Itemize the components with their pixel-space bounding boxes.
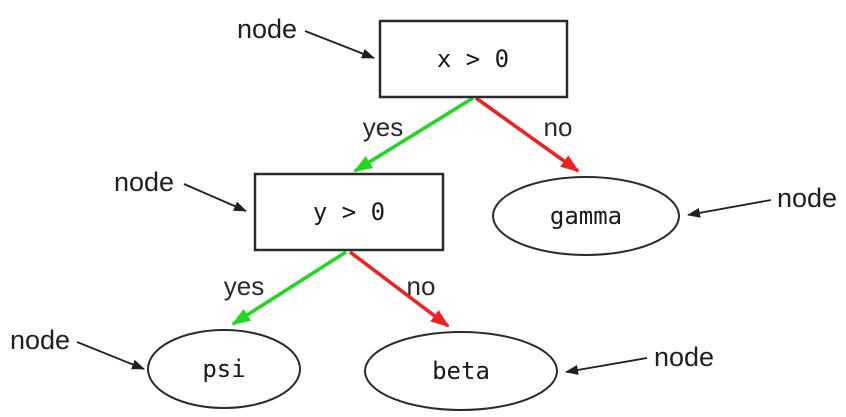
annotation-arrow-beta	[565, 357, 648, 375]
edge-internal-no	[348, 250, 450, 328]
edge-label-yes-1: yes	[363, 112, 403, 142]
beta-node-ellipse	[364, 331, 558, 411]
annotation-label-gamma: node	[777, 183, 837, 213]
beta-node-label: beta	[432, 357, 490, 385]
edge-internal-yes	[231, 250, 347, 326]
annotation-label-root: node	[237, 14, 297, 44]
node-internal: y > 0	[253, 172, 445, 252]
node-root: x > 0	[378, 19, 569, 99]
psi-node-label: psi	[202, 355, 245, 383]
internal-node-box	[253, 172, 445, 252]
psi-node-ellipse	[147, 329, 301, 409]
annotation-label-psi: node	[10, 325, 70, 355]
root-node-box	[378, 19, 569, 99]
internal-node-label: y > 0	[313, 198, 385, 226]
annotations: node node node node node	[10, 14, 837, 375]
annotation-arrow-gamma	[687, 199, 772, 218]
node-gamma: gamma	[492, 176, 680, 256]
node-beta: beta	[364, 331, 558, 411]
annotation-arrow-internal	[183, 183, 247, 212]
annotation-label-internal: node	[114, 167, 174, 197]
node-psi: psi	[147, 329, 301, 409]
edge-label-no-1: no	[544, 112, 573, 142]
edge-label-no-2: no	[407, 271, 436, 301]
edge-root-yes	[353, 96, 474, 173]
annotation-arrow-psi	[76, 341, 145, 370]
gamma-node-label: gamma	[550, 202, 622, 230]
edge-root-no	[474, 96, 580, 173]
annotation-arrow-root	[304, 30, 375, 59]
edge-label-yes-2: yes	[224, 271, 264, 301]
annotation-label-beta: node	[654, 342, 714, 372]
gamma-node-ellipse	[492, 176, 680, 256]
root-node-label: x > 0	[437, 45, 509, 73]
tree-edges	[231, 96, 580, 328]
